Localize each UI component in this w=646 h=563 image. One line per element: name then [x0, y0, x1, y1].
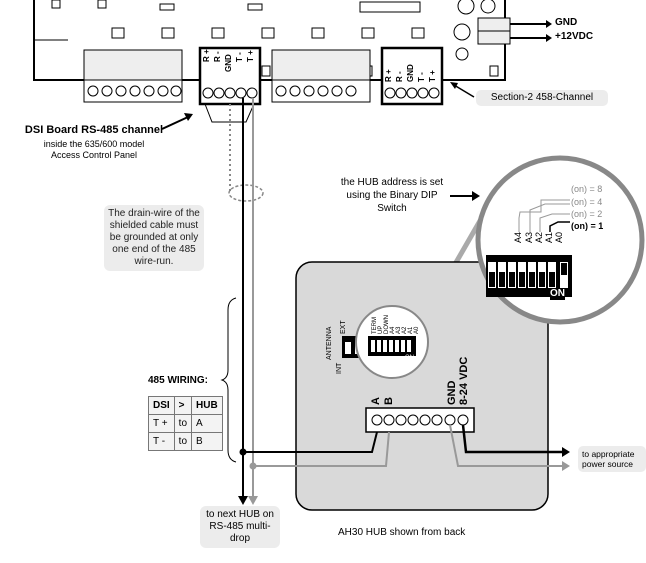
shield-circle — [228, 184, 264, 202]
hub-terminal-vdc: 8-24 VDC — [458, 356, 470, 405]
terminal-block-section2 — [380, 46, 444, 106]
terminal-block-dsi-485 — [198, 46, 262, 123]
hub-int-label: INT — [336, 362, 343, 374]
dsi-subtitle-line-2: Access Control Panel — [50, 150, 138, 160]
wiring-row: T - to B — [148, 432, 223, 451]
rs485-wires — [238, 98, 390, 505]
dip-on-label: ON — [550, 288, 565, 300]
wiring-cell: HUB — [191, 396, 223, 415]
dsi-title: DSI Board RS-485 channel — [24, 124, 164, 136]
wiring-cell: T + — [148, 414, 175, 433]
hub-antenna-label: ANTENNA — [326, 326, 333, 360]
hub-terminal-a: A — [370, 397, 382, 405]
dsi-pointer — [161, 116, 189, 130]
dsi-subtitle-line-1: inside the 635/600 model — [43, 139, 145, 149]
wiring-cell: A — [191, 414, 223, 433]
power-wires — [449, 424, 570, 471]
hub-terminal-b: B — [383, 397, 395, 405]
wiring-row-header: DSI > HUB — [148, 396, 223, 415]
wiring-bracket — [220, 297, 237, 463]
wiring-table: DSI > HUB T + to A T - to B — [148, 396, 223, 451]
dip-zoom-large — [475, 155, 645, 325]
hub-ext-label: EXT — [340, 320, 347, 334]
terminal-block-3 — [271, 49, 371, 103]
power-source-note: to appropriate power source — [578, 446, 646, 472]
hub-caption: AH30 HUB shown from back — [338, 527, 466, 538]
dip-value-8: (on) = 8 — [571, 184, 603, 194]
hub-terminal-gnd: GND — [446, 380, 458, 405]
dip-value-1: (on) = 1 — [571, 221, 604, 231]
power-gnd-label: GND — [555, 17, 578, 28]
dip-value-2: (on) = 2 — [571, 209, 603, 219]
dsi-terminal-t-plus: T + — [246, 50, 255, 62]
hub-address-note: the HUB address is set using the Binary … — [340, 177, 444, 214]
terminal-block-1 — [83, 49, 183, 103]
hub-housing — [295, 261, 549, 511]
wiring-cell: DSI — [148, 396, 175, 415]
drain-wire-note: The drain-wire of the shielded cable mus… — [104, 205, 204, 271]
section2-label: Section-2 458-Channel — [476, 90, 608, 106]
wiring-cell: B — [191, 432, 223, 451]
section2-terminal-t-plus: T + — [428, 70, 437, 82]
power-vdc-label: +12VDC — [555, 31, 594, 42]
hub-dip-a0: A0 — [414, 326, 420, 334]
wiring-title: 485 WIRING: — [148, 375, 209, 386]
wiring-row: T + to A — [148, 414, 223, 433]
section2-pointer — [453, 84, 475, 98]
hub-dip-zoom-small — [355, 305, 429, 379]
wiring-cell: to — [173, 414, 193, 433]
hub-dip-on: ON — [405, 355, 414, 361]
hub-terminal-strip — [365, 407, 475, 433]
wiring-cell: > — [173, 396, 193, 415]
wiring-cell: to — [173, 432, 193, 451]
wiring-cell: T - — [148, 432, 175, 451]
next-hub-note: to next HUB on RS-485 multi-drop — [200, 506, 280, 548]
dip-label-a0: A0 — [554, 231, 564, 243]
dsi-subtitle: inside the 635/600 model Access Control … — [14, 139, 174, 161]
power-terminal — [477, 17, 552, 45]
dip-value-4: (on) = 4 — [571, 197, 603, 207]
